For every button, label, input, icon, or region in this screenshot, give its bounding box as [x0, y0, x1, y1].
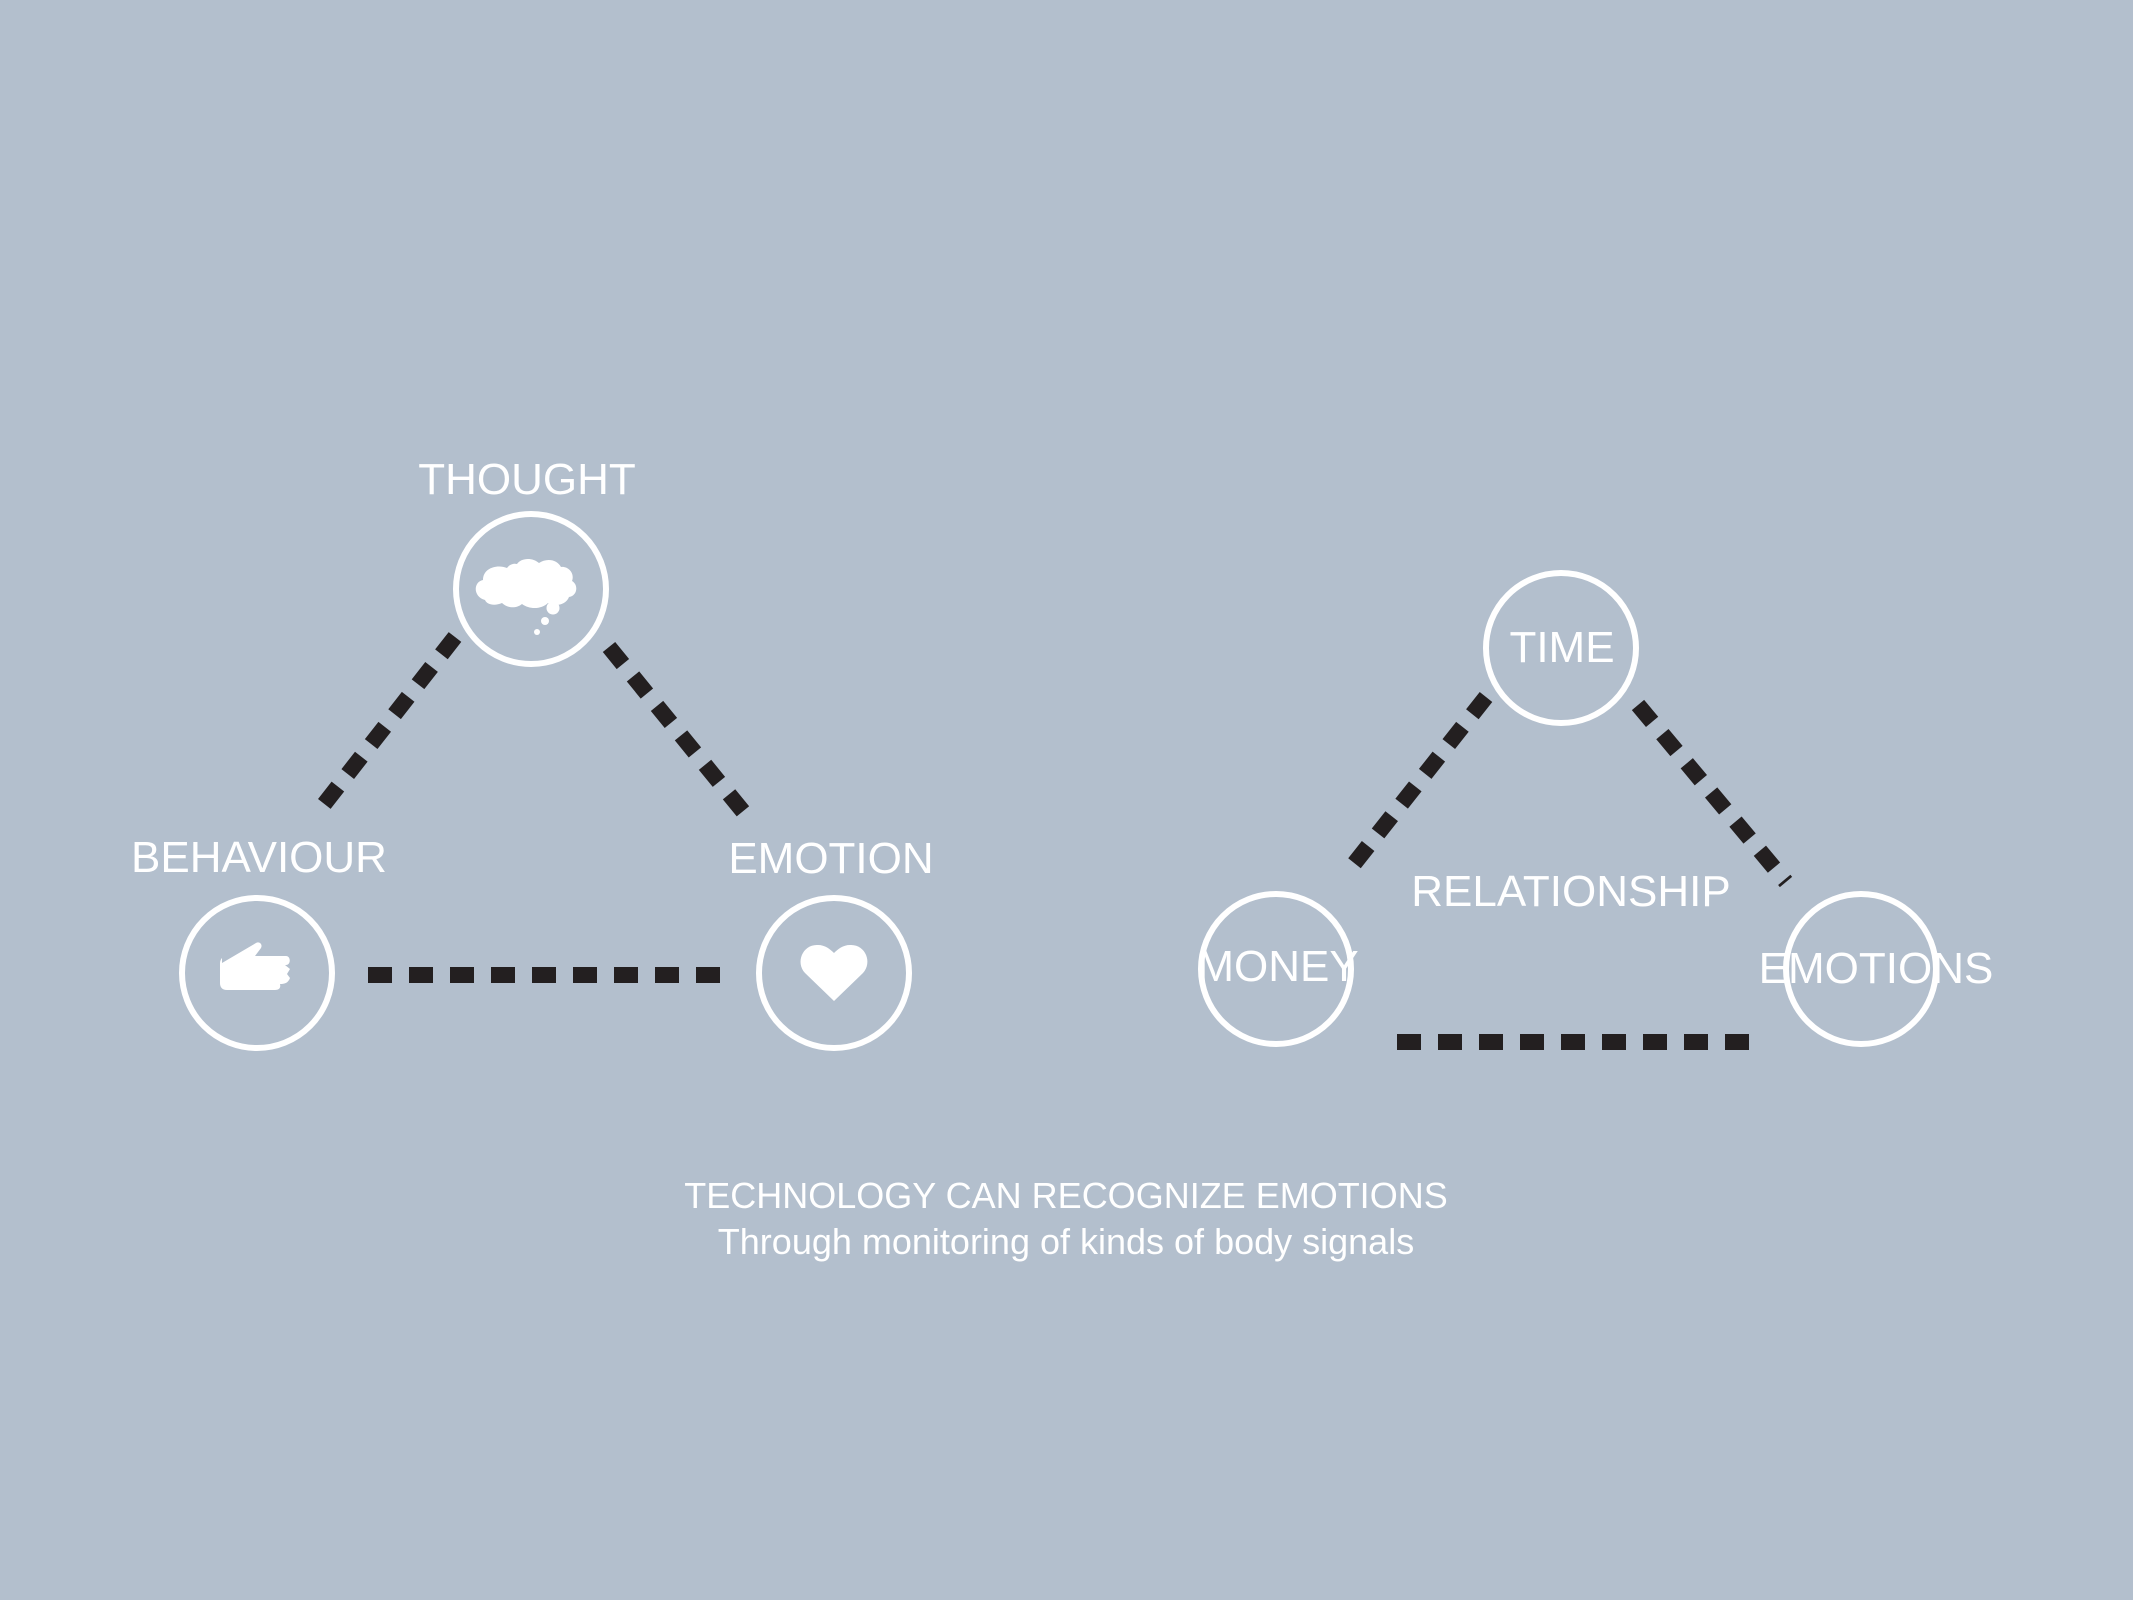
- node-label-time: TIME: [1509, 623, 1614, 672]
- node-label-behaviour: BEHAVIOUR: [131, 833, 387, 882]
- node-emotions: EMOTIONS: [1759, 891, 1994, 1047]
- connector-time-money: [1339, 692, 1493, 879]
- heart-icon: [800, 944, 868, 1001]
- node-ring-thought: [453, 511, 609, 667]
- caption-headline: TECHNOLOGY CAN RECOGNIZE EMOTIONS: [684, 1175, 1447, 1216]
- connector-time-emotions: [1631, 699, 1793, 888]
- right-triangle: RELATIONSHIP TIME MONEY EMOTIONS: [1197, 570, 1994, 1050]
- connector-thought-behaviour: [311, 632, 462, 817]
- node-ring-money: [1198, 891, 1354, 1047]
- node-label-emotions: EMOTIONS: [1759, 944, 1994, 993]
- node-thought: THOUGHT: [418, 455, 636, 667]
- node-label-money: MONEY: [1197, 942, 1358, 991]
- caption: TECHNOLOGY CAN RECOGNIZE EMOTIONS Throug…: [684, 1175, 1447, 1262]
- left-triangle: THOUGHT BEHAVIOUR EMOTION: [131, 455, 934, 1051]
- thought-cloud-icon: [475, 558, 577, 635]
- relationship-label: RELATIONSHIP: [1411, 867, 1730, 916]
- caption-subline: Through monitoring of kinds of body sign…: [718, 1221, 1414, 1262]
- node-ring-emotions: [1783, 891, 1939, 1047]
- node-ring-behaviour: [179, 895, 335, 1051]
- node-ring-time: [1483, 570, 1639, 726]
- node-money: MONEY: [1197, 891, 1359, 1047]
- node-emotion: EMOTION: [728, 834, 934, 1051]
- pointing-hand-icon: [220, 942, 290, 990]
- connector-thought-emotion: [602, 641, 757, 826]
- node-ring-emotion: [756, 895, 912, 1051]
- node-behaviour: BEHAVIOUR: [131, 833, 387, 1051]
- node-label-emotion: EMOTION: [728, 834, 933, 883]
- node-label-thought: THOUGHT: [418, 455, 636, 504]
- node-time: TIME: [1483, 570, 1639, 726]
